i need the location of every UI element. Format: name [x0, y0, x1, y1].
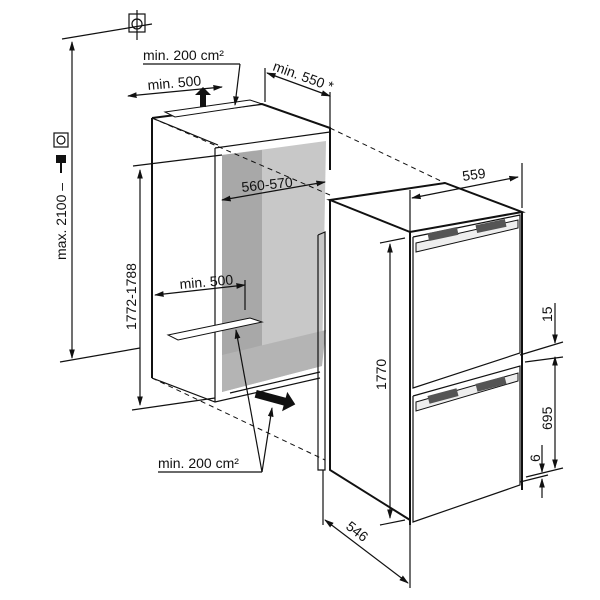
bottom-vent-width-label: min. 500	[179, 271, 234, 292]
niche-depth-label: min. 550 *	[271, 58, 336, 95]
bottom-vent-area-label: min. 200 cm²	[158, 455, 239, 471]
niche-height-label: 1772-1788	[123, 263, 139, 330]
max-height-dimension	[59, 41, 141, 363]
lower-door-height-label: 695	[539, 406, 555, 430]
appliance-depth-label: 546	[343, 518, 371, 545]
water-connection-icon	[61, 10, 153, 40]
wall-socket-icon	[53, 132, 69, 148]
appliance-height-label: 1770	[373, 359, 389, 390]
top-vent-area-label: min. 200 cm²	[143, 47, 224, 63]
bottom-offset-label: 6	[527, 454, 543, 462]
appliance	[317, 181, 526, 525]
upper-door	[412, 214, 521, 389]
plug-icon	[56, 155, 66, 173]
appliance-width-label: 559	[461, 165, 487, 184]
door-gap-label: 15	[539, 306, 555, 322]
niche	[151, 99, 446, 461]
max-height-label: max. 2100 –	[53, 183, 69, 260]
lower-door	[412, 365, 521, 523]
niche-width-label: 560-570	[241, 174, 294, 195]
top-vent-width-label: min. 500	[147, 72, 202, 93]
